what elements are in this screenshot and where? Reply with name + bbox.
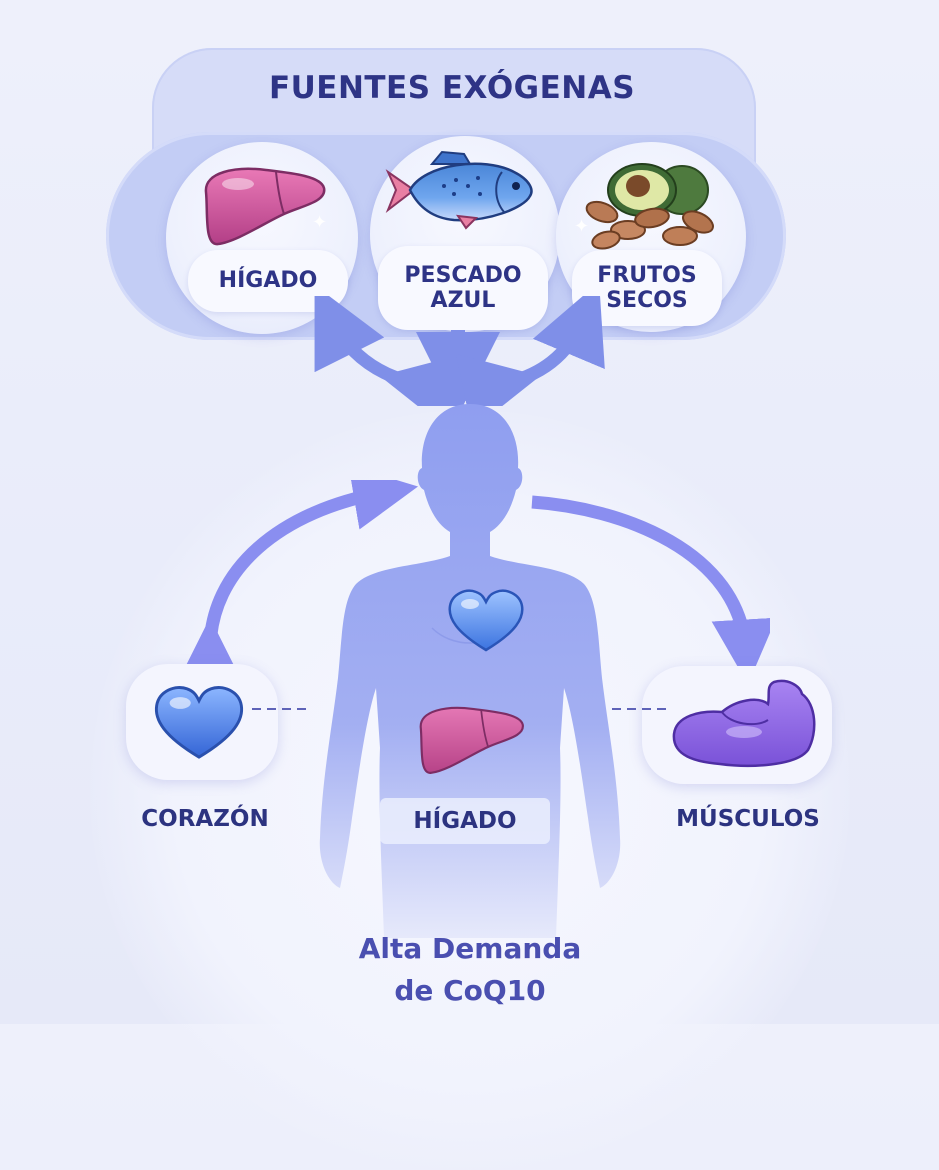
liver-label: HÍGADO xyxy=(413,808,517,834)
flexed-arm-icon xyxy=(672,679,816,768)
intake-arrows xyxy=(314,296,605,406)
distribution-arrows xyxy=(180,480,770,670)
heart-connector xyxy=(252,708,308,710)
heart-label: CORAZÓN xyxy=(141,806,269,832)
fish-icon xyxy=(385,150,533,230)
heart-icon xyxy=(154,686,244,759)
coq10-demand-label: Alta Demanda de CoQ10 xyxy=(358,932,582,1007)
arrow-muscle xyxy=(531,495,770,670)
arrow-liver-source xyxy=(314,296,465,406)
arrow-heart xyxy=(180,480,419,670)
liver-icon xyxy=(204,167,326,246)
sparkle-icon: ✦ xyxy=(574,216,590,237)
sources-title: FUENTES EXÓGENAS xyxy=(268,70,636,106)
heart-icon xyxy=(448,589,524,652)
nuts-avocado-icon xyxy=(585,163,714,250)
liver-icon xyxy=(419,706,524,774)
sparkle-icon: ✦ xyxy=(312,212,328,233)
arrow-nuts-source xyxy=(455,296,605,406)
liver-label-box: HÍGADO xyxy=(380,798,550,844)
muscle-connector xyxy=(612,708,668,710)
muscle-label: MÚSCULOS xyxy=(676,806,820,832)
